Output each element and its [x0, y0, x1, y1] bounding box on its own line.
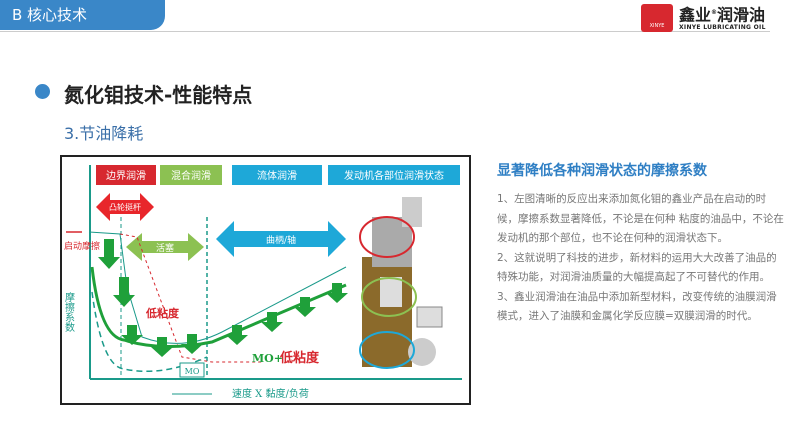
description-heading: 显著降低各种润滑状态的摩擦系数 — [497, 163, 707, 179]
page-title: 氮化钼技术-性能特点 — [64, 83, 253, 107]
reduction-arrows — [98, 239, 348, 357]
description-p2: 2、这就说明了科技的进步，新材料的运用大大改善了油品的特殊功能，对润滑油质量的大… — [497, 251, 777, 284]
cam-arrow — [96, 193, 154, 221]
stage-boundary-bg — [96, 165, 156, 185]
description-p1: 1、左图清晰的反应出来添加氮化钼的鑫业产品在启动的时候，摩擦系数显著降低，不论是… — [497, 193, 784, 244]
curve-low-viscosity — [88, 231, 347, 344]
friction-diagram: 边界润滑 混合润滑 流体润滑 发动机各部位润滑状态 凸轮挺杆 活塞 曲柄/轴 启… — [60, 155, 471, 405]
logo-cn2: 润滑油 — [717, 5, 766, 25]
y-axis-label: 摩擦系数 — [63, 291, 75, 333]
low-viscosity-label: 低粘度 — [145, 306, 180, 320]
logo-reg: ® — [711, 9, 718, 17]
mo-plus-low-label: 低粘度 — [279, 350, 320, 366]
description-p3: 3、鑫业润滑油在油品中添加新型材料，改变传统的油膜润滑模式，进入了油膜和金属化学… — [497, 290, 777, 323]
piston-arrow — [126, 233, 204, 261]
piston-label: 活塞 — [156, 242, 174, 254]
stage-fluid-bg — [232, 165, 322, 185]
crank-label: 曲柄/轴 — [266, 234, 296, 246]
stage-boundary: 边界润滑 — [106, 169, 146, 182]
stage-mixed: 混合润滑 — [171, 169, 211, 182]
logo-cn: 鑫业 — [679, 5, 712, 25]
description-panel: 显著降低各种润滑状态的摩擦系数 1、左图清晰的反应出来添加氮化钼的鑫业产品在启动… — [497, 160, 787, 327]
stage-engine: 发动机各部位润滑状态 — [344, 169, 444, 182]
stage-mixed-bg — [160, 165, 222, 185]
engine-illustration — [359, 197, 443, 369]
stage-engine-bg — [328, 165, 460, 185]
section-header: B 核心技术 — [0, 0, 165, 30]
logo-en: XINYE LUBRICATING OIL — [679, 23, 766, 31]
curve-mo — [119, 233, 262, 363]
crank-arrow — [216, 221, 346, 257]
mo-box — [179, 362, 205, 378]
cam-label: 凸轮挺杆 — [109, 202, 141, 212]
stage-fluid: 流体润滑 — [257, 169, 297, 182]
logo-badge-icon: XINYE — [641, 4, 673, 32]
x-axis-label: 速度 X 黏度/负荷 — [232, 387, 309, 400]
mo-plus-label: MO+ — [252, 352, 283, 365]
start-friction-label: 启动摩擦 — [64, 240, 100, 252]
bullet-icon — [35, 84, 50, 99]
header-divider — [0, 31, 770, 32]
mo-label: MO — [185, 367, 200, 376]
page-subtitle: 3.节油降耗 — [64, 124, 144, 143]
brand-logo: XINYE 鑫业®润滑油 XINYE LUBRICATING OIL — [641, 4, 766, 32]
